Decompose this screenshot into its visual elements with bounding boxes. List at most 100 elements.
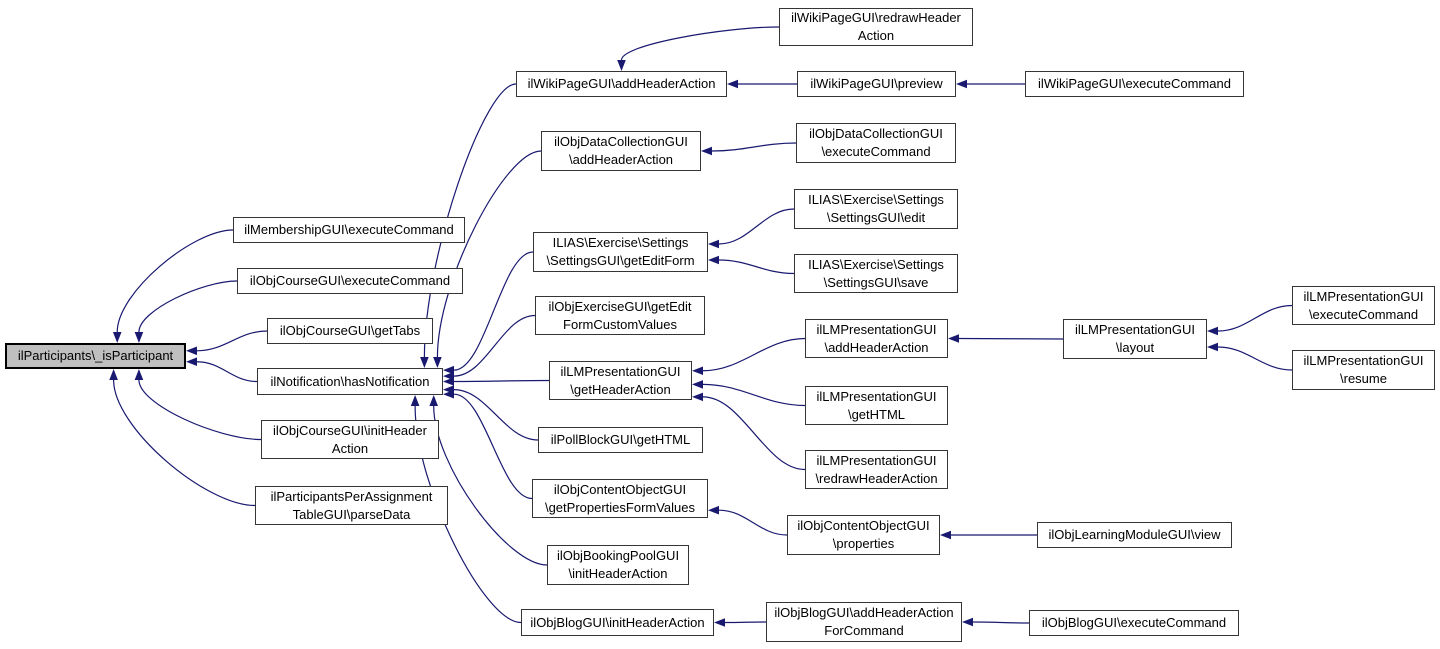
node-label: TableGUI\parseData xyxy=(292,506,411,522)
node-label: FormCustomValues xyxy=(563,316,677,332)
node-lmpresentation-addheaderaction[interactable]: ilLMPresentationGUI \addHeaderAction xyxy=(805,319,948,358)
edge-exercise-settingsgui-edit--exercise-settingsgui-geteditform xyxy=(708,208,795,249)
arrowhead-icon xyxy=(134,369,144,380)
node-label: ilParticipantsPerAssignment xyxy=(270,488,433,504)
edge-objcourse-gettabs--participants-isparticipant xyxy=(186,330,268,356)
edge-objcourse-initheaderaction--participants-isparticipant xyxy=(134,369,262,441)
node-label: ilNotification\hasNotification xyxy=(270,373,430,389)
arrowhead-icon xyxy=(134,332,144,343)
node-label: ilLMPresentationGUI xyxy=(1303,353,1424,368)
arrowhead-icon xyxy=(962,617,973,627)
node-label: Action xyxy=(857,28,895,43)
node-lmpresentation-gethtml[interactable]: ilLMPresentationGUI \getHTML xyxy=(805,386,948,425)
node-exercise-settingsgui-geteditform[interactable]: ILIAS\Exercise\Settings \SettingsGUI\getE… xyxy=(533,232,708,272)
node-label: \SettingsGUI\save xyxy=(823,274,929,290)
edge-pollblock-gethtml--notification-hasnotification xyxy=(443,385,539,441)
node-label: ForCommand xyxy=(824,623,904,638)
edge-membership-executecommand--participants-isparticipant xyxy=(112,229,234,343)
edge-wikipage-redrawheaderaction--wikipage-addheaderaction xyxy=(617,26,780,71)
arrowhead-icon xyxy=(410,395,420,406)
edge-objblog-addheaderactionforcommand--objblog-initheaderaction xyxy=(714,618,767,627)
node-lmpresentation-layout[interactable]: ilLMPresentationGUI\layout xyxy=(1063,319,1207,359)
edge-objcontentobject-properties--objcontentobject-getpropertiesformvalues xyxy=(708,505,788,536)
edge-lmpresentation-layout--lmpresentation-addheaderaction xyxy=(948,334,1064,343)
edge-wikipage-executecommand--wikipage-preview xyxy=(956,79,1025,89)
edge-lmpresentation-resume--lmpresentation-layout xyxy=(1207,342,1293,371)
node-objblog-executecommand[interactable]: ilObjBlogGUI\executeCommand xyxy=(1029,610,1239,636)
arrowhead-icon xyxy=(443,377,454,386)
edge-objdatacollection-addheaderaction--notification-hasnotification xyxy=(433,150,542,368)
edge-exercise-settingsgui-save--exercise-settingsgui-geteditform xyxy=(708,255,795,275)
node-label: ilWikiPageGUI\executeCommand xyxy=(1038,76,1231,91)
node-label: ilMembershipGUI\executeCommand xyxy=(244,222,454,237)
node-objcourse-gettabs[interactable]: ilObjCourseGUI\getTabs xyxy=(267,318,433,344)
node-lmpresentation-resume[interactable]: ilLMPresentationGUI \resume xyxy=(1292,350,1435,390)
arrowhead-icon xyxy=(420,357,429,368)
edge-lmpresentation-redrawheaderaction--lmpresentation-getheaderaction xyxy=(692,392,806,471)
edge-lmpresentation-addheaderaction--lmpresentation-getheaderaction xyxy=(692,337,806,376)
node-wikipage-addheaderaction[interactable]: ilWikiPageGUI\addHeaderAction xyxy=(516,71,727,97)
node-objdatacollection-executecommand[interactable]: ilObjDataCollectionGUI \executeCommand xyxy=(796,123,956,163)
node-label: \resume xyxy=(1340,371,1387,386)
node-label: \properties xyxy=(832,536,895,551)
node-label: ilObjBookingPoolGUI xyxy=(556,548,680,563)
node-label: ilObjDataCollectionGUI xyxy=(809,126,943,141)
node-label: ilLMPresentationGUI xyxy=(816,452,937,468)
arrowhead-icon xyxy=(617,60,626,71)
node-label: \getPropertiesFormValues xyxy=(544,499,696,515)
arrowhead-icon xyxy=(186,346,197,356)
node-label: ILIAS\Exercise\Settings xyxy=(552,235,689,250)
arrowhead-icon xyxy=(692,392,703,402)
node-label: \getHTML xyxy=(847,406,906,422)
edge-objblog-executecommand--objblog-addheaderactionforcommand xyxy=(962,617,1030,627)
node-objcontentobject-properties[interactable]: ilObjContentObjectGUI\properties xyxy=(787,515,940,555)
node-label: ilObjExerciseGUI\getEdit xyxy=(548,298,692,314)
node-objdatacollection-addheaderaction[interactable]: ilObjDataCollectionGUI\addHeaderAction xyxy=(541,131,701,171)
node-label: \addHeaderAction xyxy=(824,339,929,355)
node-label: ilPollBlockGUI\getHTML xyxy=(550,432,691,447)
node-exercise-settingsgui-save[interactable]: ILIAS\Exercise\Settings\SettingsGUI\save xyxy=(794,254,958,293)
arrowhead-icon xyxy=(1207,326,1218,336)
arrowhead-icon xyxy=(443,389,454,399)
node-label: ilLMPresentationGUI xyxy=(816,321,937,337)
edge-participantsperassignment-parsedata--participants-isparticipant xyxy=(109,369,256,507)
node-objblog-initheaderaction[interactable]: ilObjBlogGUI\initHeaderAction xyxy=(521,609,714,636)
edge-notification-hasnotification--participants-isparticipant xyxy=(186,357,258,383)
node-lmpresentation-executecommand[interactable]: ilLMPresentationGUI\executeCommand xyxy=(1292,286,1435,325)
node-exercise-settingsgui-edit[interactable]: ILIAS\Exercise\Settings\SettingsGUI\edit xyxy=(794,189,958,229)
node-label: ilObjDataCollectionGUI xyxy=(554,134,688,149)
arrowhead-icon xyxy=(429,395,438,406)
node-objcontentobject-getpropertiesformvalues[interactable]: ilObjContentObjectGUI\getPropertiesFormV… xyxy=(532,479,708,518)
node-wikipage-preview[interactable]: ilWikiPageGUI\preview xyxy=(797,71,956,97)
arrowhead-icon xyxy=(701,146,712,156)
arrowhead-icon xyxy=(443,365,454,375)
node-label: ilObjBlogGUI\executeCommand xyxy=(1041,615,1227,630)
node-lmpresentation-getheaderaction[interactable]: ilLMPresentationGUI\getHeaderAction xyxy=(549,361,692,400)
node-label: ilObjCourseGUI\initHeader xyxy=(273,422,427,438)
arrowhead-icon xyxy=(948,334,959,343)
arrowhead-icon xyxy=(940,530,951,540)
node-notification-hasnotification[interactable]: ilNotification\hasNotification xyxy=(257,368,443,395)
edge-exercise-settingsgui-geteditform--notification-hasnotification xyxy=(443,251,534,375)
node-label: \SettingsGUI\getEditForm xyxy=(546,253,695,268)
node-label: \executeCommand xyxy=(821,144,931,159)
node-lmpresentation-redrawheaderaction[interactable]: ilLMPresentationGUI \redrawHeaderAction xyxy=(805,450,948,489)
arrowhead-icon xyxy=(186,357,197,367)
node-objlearningmodule-view[interactable]: ilObjLearningModuleGUI\view xyxy=(1037,522,1232,548)
node-membership-executecommand[interactable]: ilMembershipGUI\executeCommand xyxy=(233,217,465,243)
node-label: ilLMPresentationGUI xyxy=(560,363,681,379)
node-label: \redrawHeaderAction xyxy=(815,470,938,486)
node-pollblock-gethtml[interactable]: ilPollBlockGUI\getHTML xyxy=(538,427,703,453)
node-label: ilLMPresentationGUI xyxy=(816,388,937,404)
node-label: ilObjBlogGUI\addHeaderAction xyxy=(774,605,954,620)
node-objcourse-executecommand[interactable]: ilObjCourseGUI\executeCommand xyxy=(237,268,463,294)
node-wikipage-executecommand[interactable]: ilWikiPageGUI\executeCommand xyxy=(1025,71,1244,97)
node-objbookingpool-initheaderaction[interactable]: ilObjBookingPoolGUI\initHeaderAction xyxy=(547,545,689,585)
arrowhead-icon xyxy=(433,357,442,368)
